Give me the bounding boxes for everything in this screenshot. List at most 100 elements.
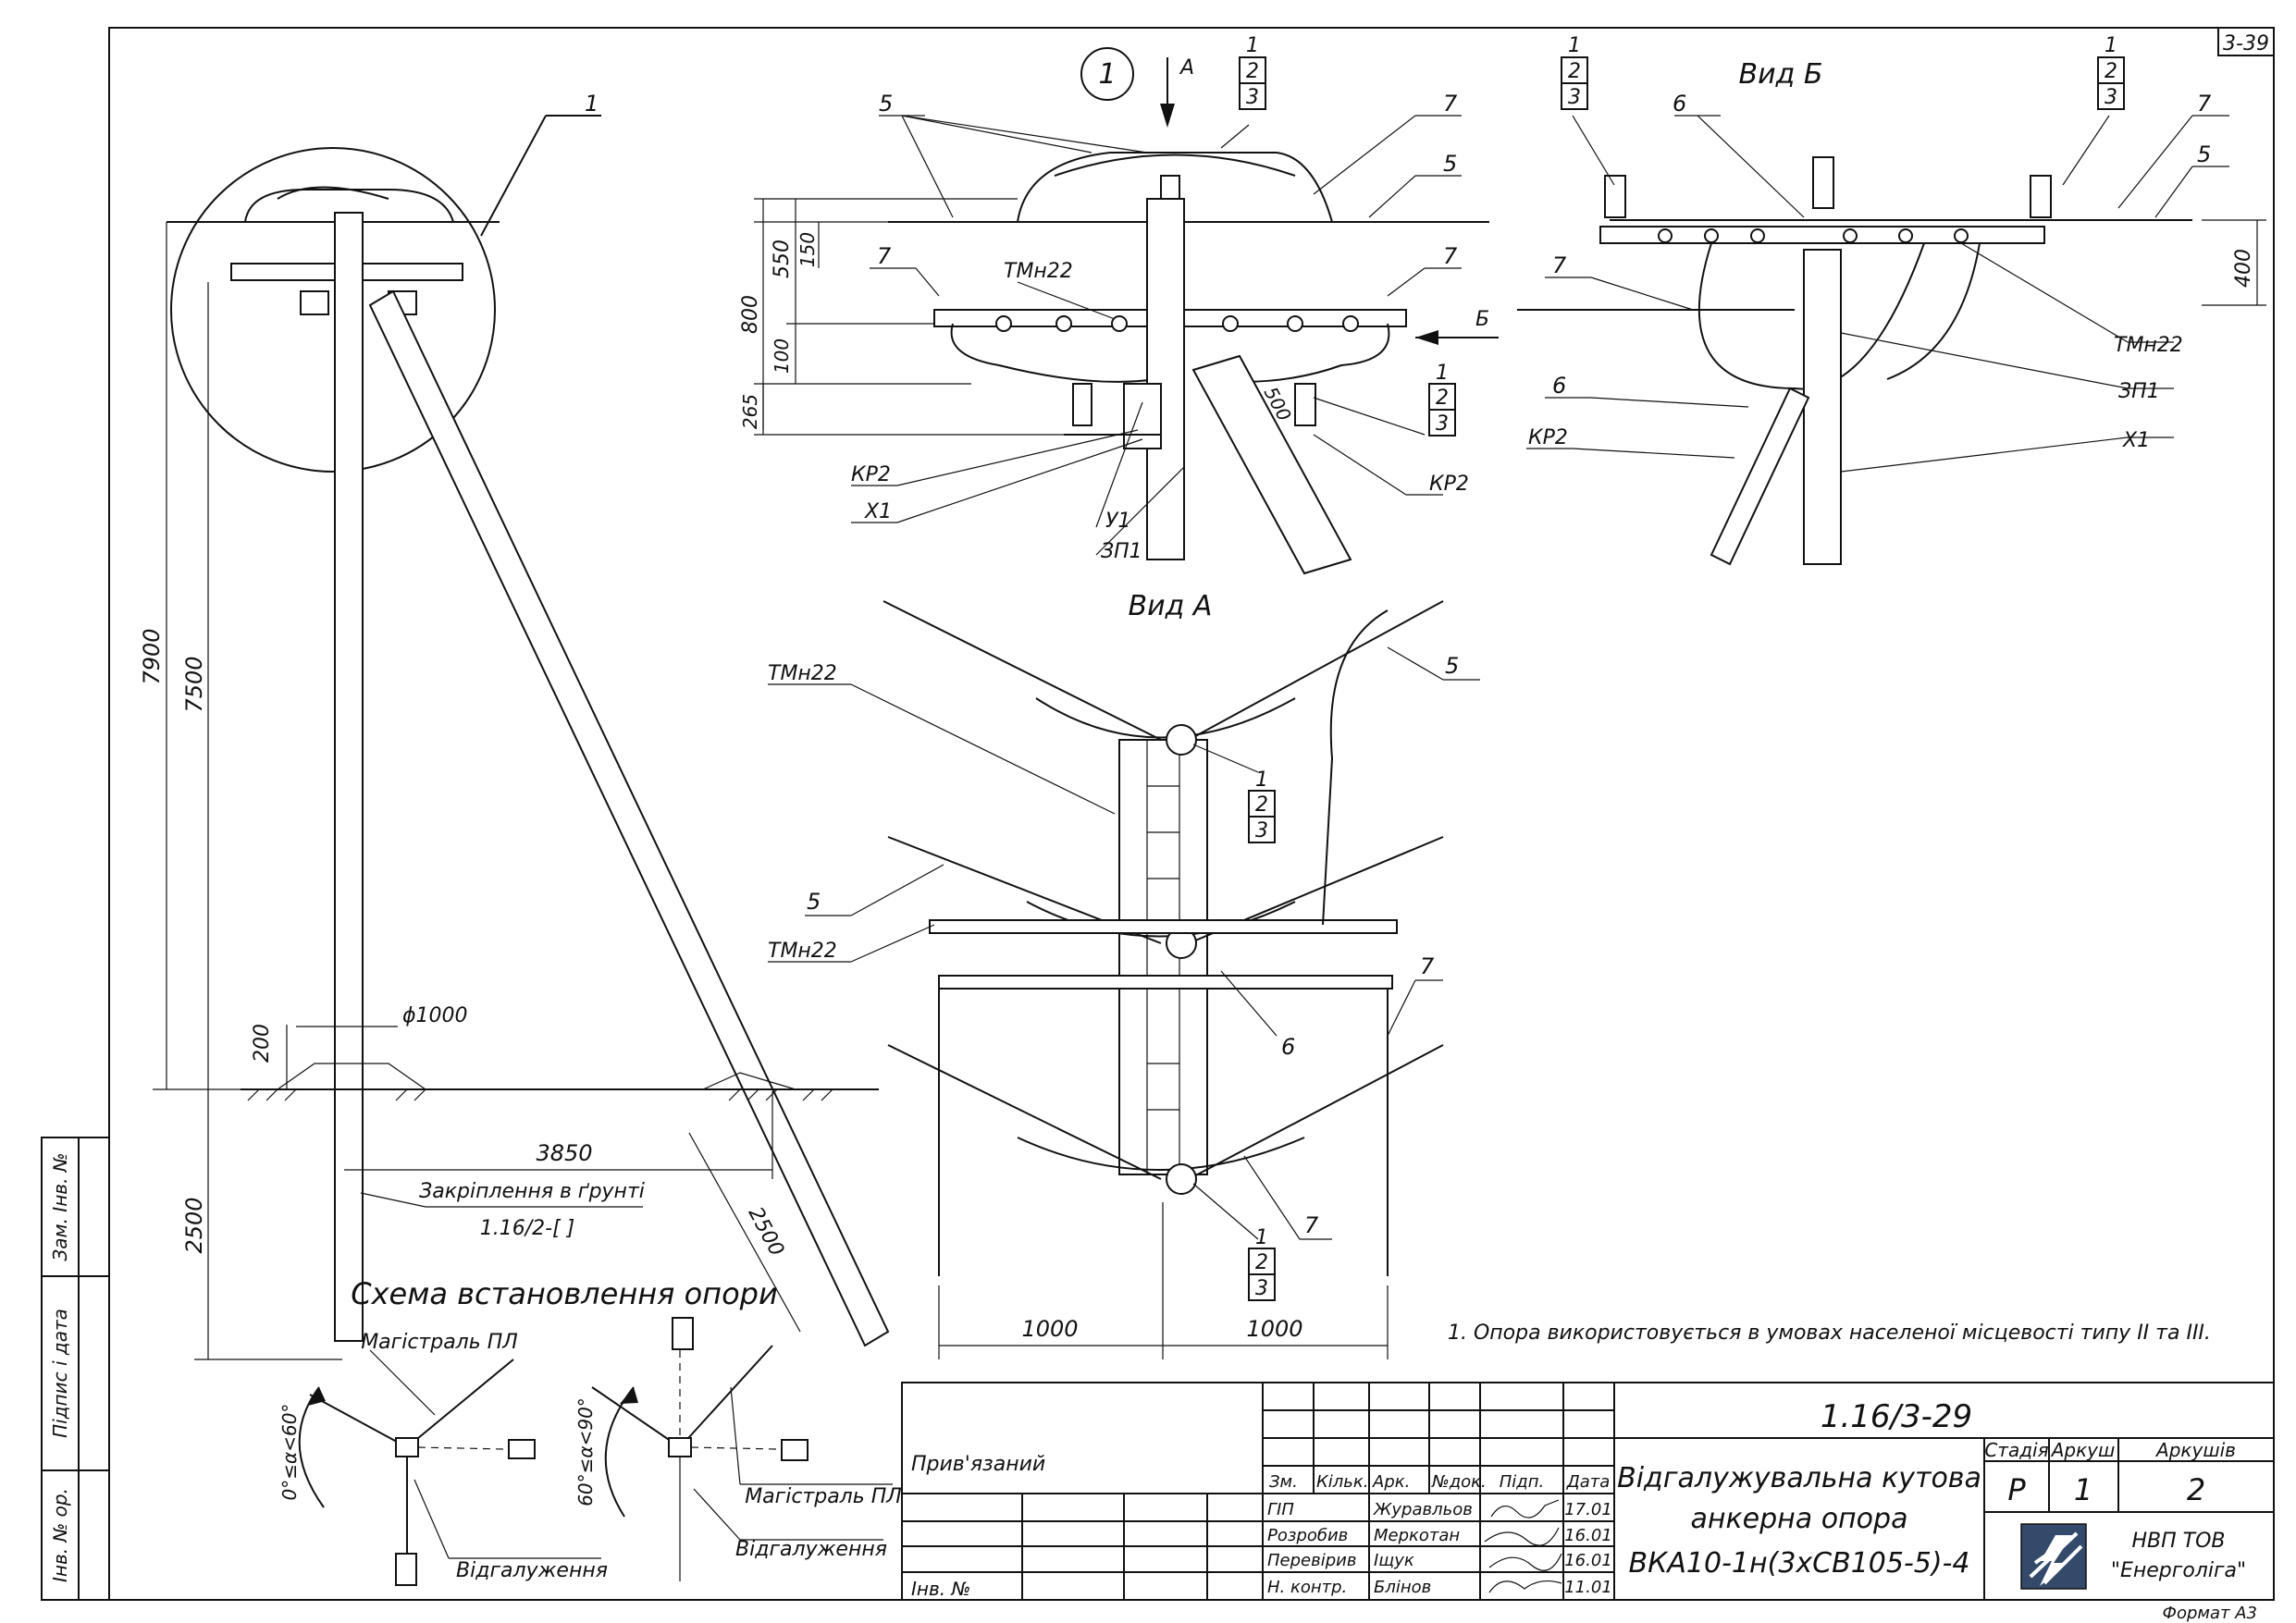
tb-role-3: Н. контр.	[1267, 1578, 1347, 1597]
dim-265: 265	[739, 394, 761, 429]
detail-circle	[170, 147, 496, 473]
va-stack-3b: 3	[1255, 1277, 1268, 1300]
vb-stack-2b: 2	[2105, 60, 2117, 83]
vb-label-7b: 7	[2197, 91, 2212, 117]
label-zp1: ЗП1	[1101, 540, 1142, 563]
dim-7900: 7900	[139, 628, 165, 684]
tb-name-1: Меркотан	[1374, 1526, 1460, 1545]
va-stack-2a: 2	[1255, 793, 1268, 817]
vb-stack-1b: 1	[2105, 34, 2117, 57]
scheme-angle-2: 60°≤α<90°	[574, 1397, 597, 1506]
tb-stage-label: Стадія	[1984, 1439, 2048, 1461]
sheet-code: 3-39	[2223, 32, 2269, 55]
tb-sheets-label: Аркушів	[2154, 1439, 2236, 1461]
vb-stack-2a: 2	[1568, 60, 1581, 83]
va-stack-3a: 3	[1255, 819, 1268, 842]
label-7c: 7	[1443, 243, 1458, 269]
pole	[334, 212, 364, 1342]
tb-title-l1: Відгалужувальна кутова	[1617, 1462, 1981, 1494]
vb-label-6b: 6	[1552, 373, 1566, 399]
ground-fix-label: Закріплення в ґрунті	[419, 1180, 645, 1203]
stack-3a: 3	[1246, 86, 1259, 109]
stack-2a: 2	[1246, 60, 1259, 83]
vb-label-x1: Х1	[2122, 429, 2150, 452]
va-label-5a: 5	[807, 889, 821, 915]
scheme-angle-1: 0°≤α<60°	[278, 1404, 301, 1501]
dim-400: 400	[2232, 249, 2255, 288]
label-7a: 7	[1443, 91, 1458, 117]
dim-200: 200	[251, 1024, 274, 1063]
scheme-main-2: Магістраль ПЛ	[745, 1485, 902, 1508]
main-view: 1 7900 7500 2500 200	[139, 91, 890, 1360]
view-b-title: Вид Б	[1739, 58, 1823, 91]
tb-company-l2: "Енерголіга"	[2111, 1559, 2246, 1582]
va-label-7b: 7	[1420, 953, 1435, 979]
tb-code: 1.16/3-29	[1821, 1398, 1972, 1435]
view-a: Вид А 1000	[768, 590, 1480, 1359]
dim-width-1: 1000	[1021, 1316, 1078, 1342]
tb-h-data: Дата	[1566, 1472, 1611, 1492]
strut	[368, 289, 890, 1347]
label-x1: Х1	[864, 500, 892, 523]
tb-role-2: Перевірив	[1267, 1551, 1356, 1570]
format-note: Формат А3	[2162, 1604, 2257, 1623]
scheme-main-1: Магістраль ПЛ	[361, 1331, 518, 1354]
tb-inv: Інв. №	[911, 1578, 970, 1600]
title-block: Прив'язаний Інв. № Зм. Кільк. Арк. №док.…	[901, 1382, 2275, 1601]
view-a-title: Вид А	[1129, 590, 1213, 622]
vb-stack-1a: 1	[1568, 34, 1581, 57]
callout-number: 1	[585, 91, 599, 117]
dim-diameter: ϕ1000	[402, 1004, 468, 1027]
dim-7500: 7500	[181, 656, 207, 712]
ground-fix-ref: 1.16/2-[ ]	[480, 1217, 575, 1240]
detail-view: 1 A 800	[739, 34, 1499, 575]
tb-name-3: Блінов	[1374, 1578, 1431, 1597]
tb-date-2: 16.01	[1564, 1551, 1612, 1570]
label-tmn: ТМн22	[1004, 260, 1073, 283]
dim-2500-depth: 2500	[181, 1197, 207, 1253]
stack-1b: 1	[1436, 362, 1449, 385]
tb-date-3: 11.01	[1564, 1578, 1612, 1597]
stamp-field-inv: Інв. № ор.	[49, 1488, 71, 1582]
tb-name-2: Іщук	[1374, 1551, 1414, 1570]
label-u1: У1	[1105, 510, 1130, 533]
arrow-b-label: Б	[1475, 308, 1489, 331]
side-stamp: Зам. Інв. № Підпис і дата Інв. № ор.	[41, 1137, 110, 1601]
tb-title-l3: ВКА10-1н(3хСВ105-5)-4	[1629, 1547, 1970, 1580]
vb-label-kr2: КР2	[1528, 426, 1568, 449]
stamp-field-sign: Підпис і дата	[49, 1309, 71, 1438]
view-b: Вид Б 400	[1517, 34, 2266, 566]
vb-stack-3a: 3	[1568, 86, 1581, 109]
scheme-branch-1: Відгалуження	[456, 1559, 608, 1582]
label-kr2a: КР2	[851, 463, 891, 486]
va-label-6: 6	[1281, 1034, 1295, 1060]
vb-label-7a: 7	[1552, 252, 1567, 278]
va-label-7a: 7	[1304, 1212, 1319, 1238]
tb-sheet-label: Аркуш	[2050, 1439, 2116, 1461]
tb-role-0: ГІП	[1267, 1500, 1294, 1519]
label-kr2b: КР2	[1429, 473, 1469, 496]
dim-550: 550	[771, 240, 794, 278]
va-stack-1b: 1	[1255, 1226, 1268, 1249]
tb-sheets: 2	[2187, 1472, 2205, 1507]
dim-2500-strut: 2500	[744, 1203, 788, 1260]
dim-150: 150	[796, 232, 819, 267]
arrow-a-label: A	[1179, 56, 1194, 80]
va-label-5b: 5	[1445, 653, 1459, 679]
stack-2b: 2	[1436, 387, 1449, 410]
scheme-branch-2: Відгалуження	[735, 1538, 887, 1561]
detail-circle-label: 1	[1098, 58, 1116, 91]
tb-date-0: 17.01	[1564, 1500, 1612, 1519]
tb-h-ark: Арк.	[1372, 1472, 1410, 1492]
label-7b: 7	[877, 243, 892, 269]
dim-100: 100	[771, 338, 793, 374]
stack-3b: 3	[1436, 412, 1449, 436]
tb-name-0: Журавльов	[1373, 1500, 1473, 1519]
va-stack-2b: 2	[1255, 1251, 1268, 1274]
tb-h-ndoc: №док.	[1431, 1472, 1487, 1492]
va-label-tmn1: ТМн22	[768, 662, 837, 685]
signatures	[1484, 1499, 1562, 1593]
label-5a: 5	[879, 91, 893, 117]
tb-date-1: 16.01	[1564, 1526, 1612, 1545]
